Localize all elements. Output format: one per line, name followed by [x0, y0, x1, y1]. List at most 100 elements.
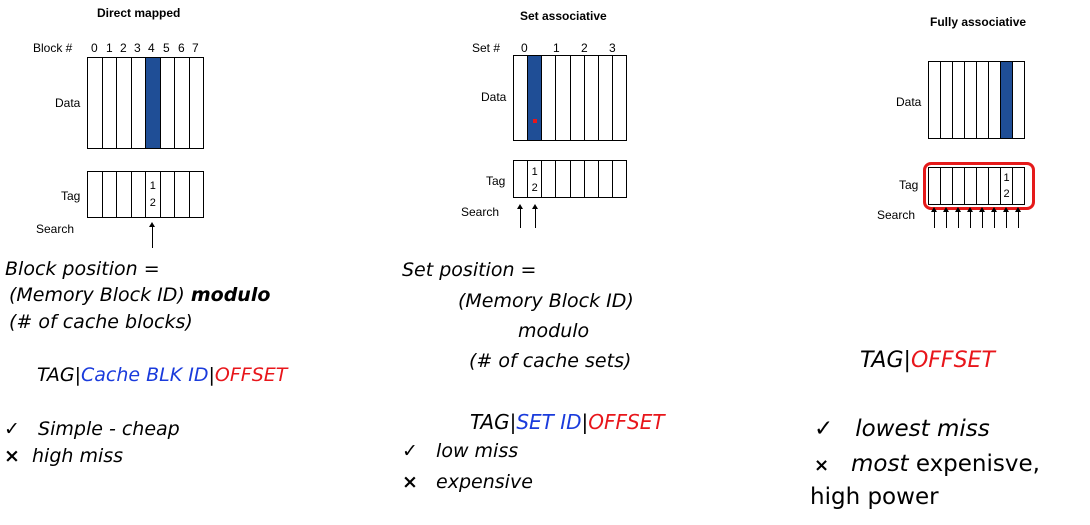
tag-block [117, 172, 132, 217]
search-arrow [1015, 207, 1021, 228]
tag-block [965, 168, 977, 204]
tag-value: 1 [531, 166, 538, 178]
tag-block [103, 172, 117, 217]
data-block-highlighted [146, 58, 161, 148]
tag-block [132, 172, 146, 217]
block-number: 0 [91, 41, 98, 55]
set-associative-title: Set associative [520, 9, 607, 23]
data-block [132, 58, 146, 148]
data-block [953, 62, 965, 138]
tag-block [556, 161, 571, 197]
tag-block [929, 168, 941, 204]
data-block [929, 62, 941, 138]
cross-icon: × [814, 455, 830, 476]
search-arrow [991, 207, 997, 228]
set-number: 1 [553, 41, 560, 55]
search-arrow [967, 207, 973, 228]
tag-block-searched: 1 2 [528, 161, 543, 197]
con-text: high miss [32, 445, 124, 467]
data-block [965, 62, 977, 138]
red-marker [533, 119, 538, 123]
block-position-line2: (Memory Block ID) modulo [9, 284, 270, 306]
data-block-highlighted [1001, 62, 1013, 138]
data-label: Data [55, 96, 81, 110]
formula-text: (Memory Block ID) [9, 284, 191, 306]
checkmark-icon: ✓ [402, 440, 418, 462]
data-block-highlighted [528, 56, 543, 140]
search-label: Search [36, 222, 75, 236]
tag-block [88, 172, 103, 217]
tag-value: 2 [149, 197, 156, 209]
tag-value: 2 [1003, 188, 1010, 200]
data-label: Data [481, 90, 507, 104]
search-label: Search [461, 205, 500, 219]
tag-block [953, 168, 965, 204]
tag-block [613, 161, 626, 197]
format-offset: OFFSET [910, 348, 995, 373]
data-block [613, 56, 626, 140]
tag-block [542, 161, 557, 197]
format-separator: | [208, 364, 215, 386]
tag-label: Tag [486, 174, 506, 188]
con-line: × most expenisve, [814, 451, 1040, 477]
con-line-2: high power [810, 484, 939, 510]
tag-value: 1 [1003, 172, 1010, 184]
block-number: 4 [148, 41, 155, 55]
fully-associative-title: Fully associative [930, 15, 1027, 29]
data-block [977, 62, 989, 138]
block-number: 5 [163, 41, 170, 55]
search-label: Search [877, 208, 916, 222]
data-block [190, 58, 204, 148]
pro-text: low miss [436, 440, 519, 462]
tag-label: Tag [61, 189, 81, 203]
modulo-text: modulo [190, 284, 271, 306]
tag-value: 1 [149, 180, 156, 192]
cross-icon: × [402, 471, 418, 493]
tag-block-searched: 1 2 [1001, 168, 1013, 204]
tag-blocks: 1 2 [513, 160, 627, 198]
data-label: Data [896, 95, 922, 109]
block-position-line1: Block position = [5, 258, 160, 280]
data-block [1013, 62, 1024, 138]
data-block [103, 58, 117, 148]
data-block [941, 62, 953, 138]
con-line: × high miss [4, 445, 123, 467]
data-blocks [87, 57, 204, 149]
con-line: × expensive [402, 471, 533, 493]
set-position-line1: Set position = [402, 259, 537, 281]
format-tag: TAG [470, 410, 510, 434]
set-position-line3: modulo [518, 320, 590, 342]
format-separator: | [903, 348, 911, 373]
set-number: 2 [581, 41, 588, 55]
data-block [542, 56, 557, 140]
cross-icon: × [4, 445, 20, 467]
data-block [514, 56, 529, 140]
tag-blocks: 1 2 [928, 167, 1025, 205]
pro-line: ✓ lowest miss [814, 416, 990, 442]
search-arrow [149, 222, 155, 248]
tag-block [571, 161, 585, 197]
address-format: TAG|OFFSET [860, 348, 995, 373]
address-format: TAG|SET ID|OFFSET [470, 410, 665, 434]
set-position-line2: (Memory Block ID) [458, 290, 634, 312]
search-arrow [955, 207, 961, 228]
search-arrow [532, 204, 538, 228]
format-tag: TAG [37, 364, 75, 386]
pro-text: lowest miss [855, 416, 990, 442]
address-format: TAG|Cache BLK ID|OFFSET [37, 364, 287, 386]
search-arrow [943, 207, 949, 228]
data-block [571, 56, 585, 140]
block-position-line3: (# of cache blocks) [9, 311, 193, 333]
pro-line: ✓ Simple - cheap [4, 418, 180, 440]
tag-label: Tag [899, 178, 919, 192]
data-block [599, 56, 613, 140]
tag-value: 2 [531, 182, 538, 194]
data-block [989, 62, 1001, 138]
format-separator: | [74, 364, 81, 386]
data-blocks [928, 61, 1025, 139]
set-position-line4: (# of cache sets) [469, 350, 632, 372]
set-number-label: Set # [472, 41, 501, 55]
format-offset: OFFSET [588, 410, 665, 434]
data-block [556, 56, 571, 140]
tag-block-searched: 1 2 [146, 172, 161, 217]
